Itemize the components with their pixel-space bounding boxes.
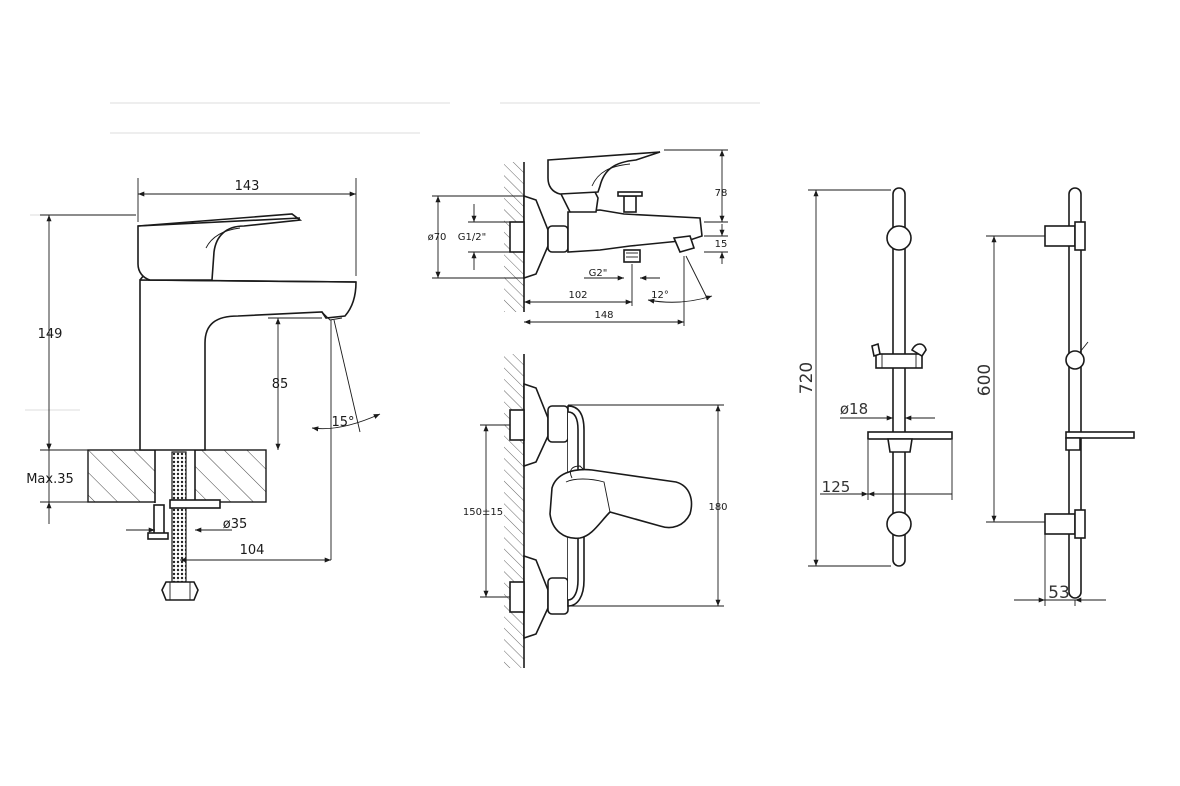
dim-deck-max: Max.35 — [26, 472, 74, 487]
dim-inlet-thread: G1/2" — [458, 232, 486, 243]
basin-mixer-drawing: 143 149 85 15° Max.35 ø35 104 — [26, 178, 381, 601]
dim-bracket-spacing: 600 — [975, 364, 995, 396]
dim-spout-reach: 104 — [240, 543, 265, 558]
dim-rail-diameter: ø18 — [840, 400, 868, 418]
soap-dish-front — [867, 431, 953, 440]
shower-slider — [875, 353, 923, 369]
bath-mixer-side-body — [567, 209, 703, 253]
shower-rail-side-drawing: 600 53 — [975, 187, 1135, 606]
basin-mixer-handle — [137, 213, 303, 281]
dim-hole-diameter: ø35 — [223, 517, 248, 532]
dim-rail-length: 720 — [797, 362, 817, 394]
soap-dish-side — [1065, 431, 1135, 439]
dim-spout-angle: 15° — [331, 415, 354, 430]
bath-mixer-side-handle — [547, 151, 661, 195]
background-guides — [25, 102, 760, 411]
bath-mixer-front-drawing: 150±15 180 — [463, 354, 728, 668]
dim-outlet-thread: G2" — [589, 268, 608, 279]
dim-inlet-spacing: 150±15 — [463, 507, 503, 518]
rail-tube-front — [892, 187, 906, 567]
basin-mixer-body — [139, 279, 357, 451]
wall-bracket-bottom — [1044, 513, 1076, 535]
dim-bath-reach-inner: 102 — [568, 290, 587, 301]
dim-flange-diameter: ø70 — [428, 232, 447, 243]
dim-basin-width: 143 — [235, 179, 260, 194]
flex-hose — [171, 451, 187, 583]
dim-soap-dish-width: 125 — [822, 478, 851, 496]
wall-section-bottom — [504, 354, 524, 668]
bath-mixer-front-handle — [549, 468, 693, 539]
dim-bath-spout-angle: 12° — [651, 290, 669, 301]
dim-bath-reach-total: 148 — [594, 310, 613, 321]
wall-bracket-top — [1044, 225, 1076, 247]
dim-wall-offset: 53 — [1048, 583, 1070, 603]
dim-basin-height: 149 — [38, 327, 63, 342]
dim-bath-front-height: 180 — [708, 502, 727, 513]
dim-spout-height: 85 — [272, 377, 289, 392]
shower-rail-front-drawing: 720 ø18 125 — [797, 187, 953, 567]
wall-flange — [523, 194, 549, 280]
dim-bath-top-height: 78 — [715, 188, 728, 199]
dim-bath-spout-height: 15 — [715, 239, 728, 250]
bath-mixer-side-drawing: 78 15 ø70 G1/2" G2" 12° 102 — [428, 149, 728, 326]
